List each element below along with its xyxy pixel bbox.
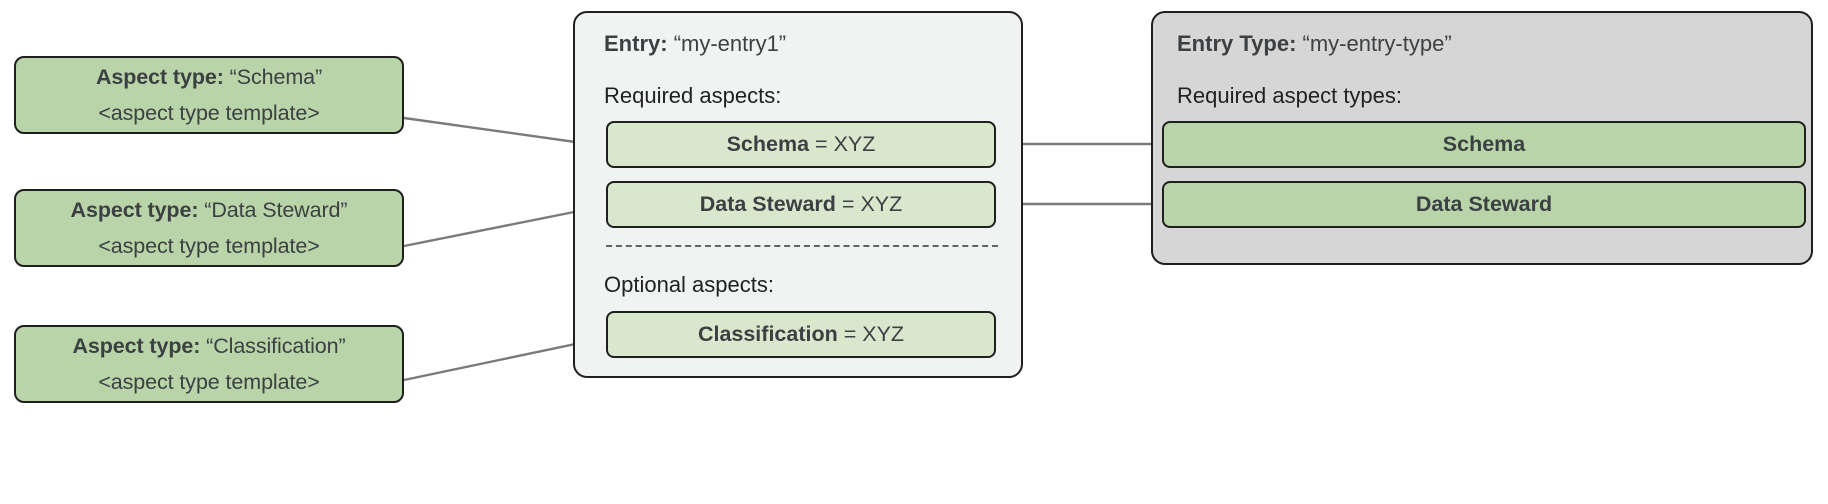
aspect-type-label: Aspect type: <box>95 64 224 89</box>
aspect-name: Schema <box>726 132 810 156</box>
aspect-type-card-title: Aspect type: “Schema” <box>96 65 322 90</box>
aspect-type-card-title: Aspect type: “Data Steward” <box>71 198 348 223</box>
aspect-type-label: Aspect type: <box>72 333 201 358</box>
aspect-assignment: = XYZ <box>841 192 903 216</box>
aspect-type-card-classification: Aspect type: “Classification” <aspect ty… <box>14 325 404 403</box>
entry-type-title-value: “my-entry-type” <box>1302 31 1452 56</box>
aspect-type-label: Aspect type: <box>70 197 199 222</box>
aspect-type-card-title: Aspect type: “Classification” <box>72 334 345 359</box>
aspect-assignment: = XYZ <box>815 132 876 156</box>
aspect-type-name: “Classification” <box>206 333 346 358</box>
aspect-assignment: = XYZ <box>843 322 905 346</box>
aspect-type-name: “Schema” <box>229 64 323 89</box>
entry-optional-aspect-classification: Classification = XYZ <box>606 311 996 358</box>
entry-required-optional-divider <box>606 245 998 247</box>
entry-title-value: “my-entry1” <box>673 31 787 56</box>
entry-type-panel-title: Entry Type: “my-entry-type” <box>1177 31 1452 57</box>
entry-type-required-aspect-types-label: Required aspect types: <box>1177 83 1403 108</box>
entry-type-required-aspect-type-data-steward: Data Steward <box>1162 181 1806 228</box>
entry-panel: Entry: “my-entry1” Required aspects: Sch… <box>573 11 1023 378</box>
aspect-type-template: <aspect type template> <box>98 100 320 125</box>
entry-required-aspect-data-steward: Data Steward = XYZ <box>606 181 996 228</box>
entry-type-title-label: Entry Type: <box>1177 31 1297 56</box>
aspect-type-template: <aspect type template> <box>98 233 320 258</box>
aspect-name: Classification <box>697 322 838 346</box>
aspect-type-name: “Data Steward” <box>204 197 348 222</box>
entry-required-aspects-label: Required aspects: <box>604 83 782 108</box>
aspect-type-card-schema: Aspect type: “Schema” <aspect type templ… <box>14 56 404 134</box>
entry-optional-aspects-label: Optional aspects: <box>604 272 774 297</box>
entry-type-panel: Entry Type: “my-entry-type” Required asp… <box>1151 11 1813 265</box>
entry-required-aspect-schema: Schema = XYZ <box>606 121 996 168</box>
aspect-name: Data Steward <box>699 192 836 216</box>
aspect-type-card-data-steward: Aspect type: “Data Steward” <aspect type… <box>14 189 404 267</box>
aspect-type-template: <aspect type template> <box>98 369 320 394</box>
entry-type-required-aspect-type-schema: Schema <box>1162 121 1806 168</box>
entry-title-label: Entry: <box>604 31 668 56</box>
entry-panel-title: Entry: “my-entry1” <box>604 31 786 57</box>
